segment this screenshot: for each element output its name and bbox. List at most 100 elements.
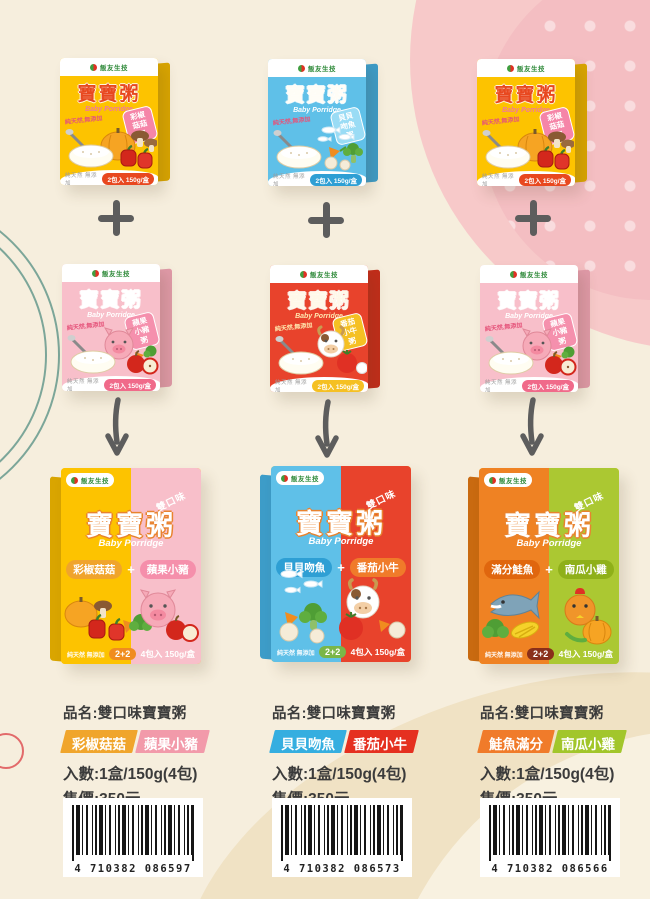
box-title: 寶寶粥: [296, 509, 386, 539]
combo-bottom-row: 純天然 無添加 2+2 4包入 150g/盒: [485, 648, 613, 660]
brand-logo-icon: [298, 64, 305, 72]
box-bottom-strip: 純天然 無添加 2包入 150g/盒: [477, 171, 575, 186]
box-front: 飯友生技 雙口味 寶寶粥 Baby Porridge 彩椒菇菇 + 蘋果小豬: [61, 468, 201, 664]
brand-logo-icon: [300, 270, 307, 278]
box-front: 飯友生技 雙口味 寶寶粥 Baby Porridge 滿分鮭魚 + 南瓜小雞: [479, 468, 619, 664]
brand-logo-icon: [90, 63, 97, 71]
plus-icon: [306, 200, 346, 240]
plus-icon: +: [545, 562, 553, 577]
combo-bottom-row: 純天然 無添加 2+2 4包入 150g/盒: [67, 648, 195, 660]
down-arrow-icon: [105, 397, 129, 456]
brand-name: 飯友生技: [100, 65, 128, 72]
box-subtitle: Baby Porridge: [295, 313, 343, 320]
brand-name: 飯友生技: [81, 478, 109, 485]
pack-size-pill: 2包入 150g/盒: [519, 174, 571, 186]
box-bottom-strip: 純天然 無添加 2包入 150g/盒: [60, 170, 158, 185]
count-badge: 2+2: [109, 648, 137, 660]
down-arrow-icon: [315, 399, 339, 458]
flavor-tag: 貝貝吻魚: [272, 730, 344, 753]
box-note: 純天然 無添加: [482, 174, 515, 186]
pack-size: 4包入 150g/盒: [558, 649, 613, 659]
barcode-bars: [281, 805, 403, 861]
plus-icon: +: [127, 562, 135, 577]
brand-name: 飯友生技: [520, 272, 548, 279]
flavor-pill-right: 蘋果小豬: [139, 560, 196, 579]
pack-info: 入數:1盒/150g(4包): [272, 766, 407, 783]
box-bottom-strip: 純天然 無添加 2包入 150g/盒: [270, 377, 368, 392]
flavor-tags: 鮭魚滿分 南瓜小雞: [480, 730, 640, 753]
brand-logo-icon: [510, 270, 517, 278]
flavor-tag: 南瓜小雞: [552, 730, 624, 753]
brand-name: 飯友生技: [291, 476, 319, 483]
box-note: 純天然 無添加: [65, 173, 98, 185]
box-note: 純天然 無添加: [67, 652, 105, 659]
product-box-caijiao: 飯友生技 寶寶粥 Baby Porridge 純天然,無添加 彩椒菇菇粥: [477, 57, 587, 189]
brand-logo-icon: [489, 476, 496, 484]
brand-logo-icon: [71, 476, 78, 484]
pack-size: 4包入 150g/盒: [350, 647, 405, 657]
brand-logo: 飯友生技: [66, 473, 114, 487]
product-name: 品名:雙口味寶寶粥: [272, 706, 396, 722]
box-side-panel: [578, 269, 590, 389]
box-bottom-strip: 純天然 無添加 2包入 150g/盒: [268, 171, 366, 186]
box-subtitle: Baby Porridge: [85, 106, 133, 113]
illustration-pepper-mushroom: [482, 129, 574, 170]
barcode: 4 710382 086573: [272, 798, 412, 877]
product-box-beibei: 飯友生技 寶寶粥 Baby Porridge 純天然,無添加 貝貝吻魚粥: [268, 57, 378, 189]
count-badge: 2+2: [319, 646, 347, 658]
box-subtitle: Baby Porridge: [293, 107, 341, 114]
box-title: 寶寶粥: [504, 511, 594, 541]
brand-name: 飯友生技: [310, 272, 338, 279]
box-subtitle: Baby Porridge: [516, 538, 582, 549]
illustration-salmon-chicken: [482, 588, 612, 645]
brand-logo: 飯友生技: [60, 58, 158, 76]
flavor-tags: 貝貝吻魚 番茄小牛: [272, 730, 432, 753]
brand-name: 飯友生技: [308, 66, 336, 73]
flavor-pill-left: 彩椒菇菇: [66, 560, 123, 579]
pack-size-pill: 2包入 150g/盒: [312, 380, 364, 392]
barcode: 4 710382 086597: [63, 798, 203, 877]
illustration-fish-cow: [279, 569, 406, 644]
box-note: 純天然 無添加: [275, 380, 308, 392]
barcode-bars: [489, 805, 611, 861]
box-note: 純天然 無添加: [67, 379, 100, 391]
box-front: 飯友生技 寶寶粥 Baby Porridge 純天然,無添加 蘋果小豬粥: [62, 264, 160, 391]
pack-size-pill: 2包入 150g/盒: [310, 174, 362, 186]
brand-logo: 飯友生技: [270, 265, 368, 283]
brand-logo-icon: [92, 269, 99, 277]
brand-logo: 飯友生技: [62, 264, 160, 282]
flavor-pill-right: 南瓜小雞: [557, 560, 614, 579]
product-box-pingguo: 飯友生技 寶寶粥 Baby Porridge 純天然,無添加 蘋果小豬粥: [62, 262, 172, 394]
box-subtitle: Baby Porridge: [505, 313, 553, 320]
combo-box-manfen-nangua: 飯友生技 雙口味 寶寶粥 Baby Porridge 滿分鮭魚 + 南瓜小雞: [468, 468, 622, 670]
brand-logo: 飯友生技: [480, 265, 578, 283]
box-front: 飯友生技 寶寶粥 Baby Porridge 純天然,無添加 貝貝吻魚粥: [268, 59, 366, 186]
box-title: 寶寶粥: [77, 84, 141, 105]
box-title: 寶寶粥: [497, 291, 561, 312]
product-name: 品名:雙口味寶寶粥: [63, 706, 187, 722]
plus-icon: [96, 198, 136, 238]
barcode-digits: 4 710382 086597: [74, 863, 192, 875]
barcode-bars: [72, 805, 194, 861]
box-side-panel: [366, 63, 378, 183]
box-subtitle: Baby Porridge: [502, 107, 550, 114]
box-note: 純天然 無添加: [485, 652, 523, 659]
box-subtitle: Baby Porridge: [98, 538, 164, 549]
red-ring-decoration: [0, 733, 24, 769]
product-box-pingguo: 飯友生技 寶寶粥 Baby Porridge 純天然,無添加 蘋果小豬粥: [480, 263, 590, 395]
brand-logo: 飯友生技: [276, 471, 324, 485]
pack-size-pill: 2包入 150g/盒: [102, 173, 154, 185]
box-front: 飯友生技 寶寶粥 Baby Porridge 純天然,無添加 番茄小牛粥: [270, 265, 368, 392]
illustration-pig-apple: [485, 328, 577, 376]
box-title: 寶寶粥: [494, 85, 558, 106]
box-side-panel: [575, 63, 587, 183]
box-front: 飯友生技 寶寶粥 Baby Porridge 純天然,無添加 彩椒菇菇粥: [60, 58, 158, 185]
box-title: 寶寶粥: [287, 291, 351, 312]
box-bottom-strip: 純天然 無添加 2包入 150g/盒: [62, 376, 160, 391]
box-subtitle: Baby Porridge: [87, 312, 135, 319]
combo-box-caijiao-pingguo: 飯友生技 雙口味 寶寶粥 Baby Porridge 彩椒菇菇 + 蘋果小豬: [50, 468, 204, 670]
product-info-column-1: 品名:雙口味寶寶粥 彩椒菇菇 蘋果小豬 入數:1盒/150g(4包) 售價:35…: [63, 702, 223, 809]
brand-logo-icon: [507, 64, 514, 72]
plus-icon: [513, 198, 553, 238]
box-front: 飯友生技 雙口味 寶寶粥 Baby Porridge 貝貝吻魚 + 番茄小牛: [271, 466, 411, 662]
